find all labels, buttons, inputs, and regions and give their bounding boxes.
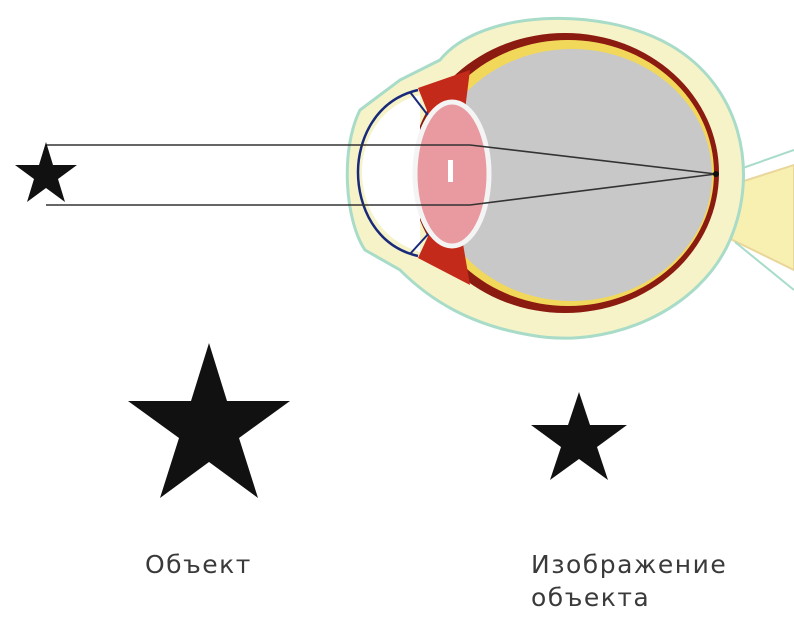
image-label-line1: Изображение bbox=[531, 548, 727, 581]
lens-highlight bbox=[448, 160, 453, 182]
star-icon bbox=[531, 392, 627, 480]
star-icon bbox=[128, 343, 290, 498]
focus-point bbox=[713, 171, 719, 177]
image-label: Изображение объекта bbox=[531, 548, 727, 614]
image-label-line2: объекта bbox=[531, 581, 727, 614]
star-icon bbox=[15, 142, 77, 202]
object-label: Объект bbox=[145, 548, 252, 581]
